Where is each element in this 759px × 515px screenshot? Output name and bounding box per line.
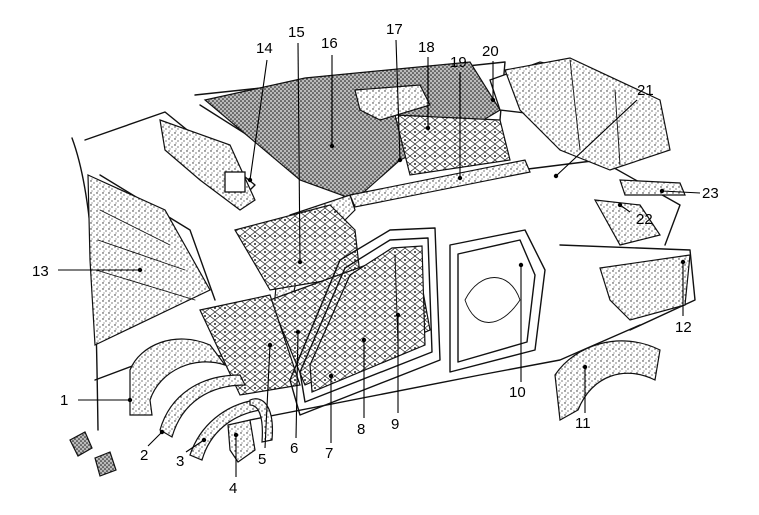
callout-13: 13	[32, 263, 49, 280]
callout-23: 23	[702, 185, 719, 202]
clip-part-a	[69, 431, 93, 457]
callout-7: 7	[325, 445, 333, 462]
part-2-wheel-arch-strip	[159, 374, 246, 438]
part-22-trim	[593, 199, 661, 246]
part-17-rear-shelf	[354, 84, 431, 121]
callout-22: 22	[636, 211, 653, 228]
part-14-sun-visor	[159, 119, 256, 211]
part-19-rail	[349, 159, 531, 208]
part-4-pad	[227, 419, 256, 463]
callout-10: 10	[509, 384, 526, 401]
callout-labels: 1 2 3 4 5 6 7 8 9 10 11 12 13 14 15 16 1…	[32, 21, 719, 497]
callout-21: 21	[637, 82, 654, 99]
callout-3: 3	[176, 453, 184, 470]
part-11-rear-arch-liner	[554, 340, 661, 421]
callout-9: 9	[391, 416, 399, 433]
callout-8: 8	[357, 421, 365, 438]
part-21-trunk-lining	[504, 57, 671, 171]
part-13-dash-insulation	[87, 174, 211, 346]
callout-11: 11	[575, 415, 591, 432]
part-5-pillar-strip	[249, 398, 274, 443]
part-18-rear-floor-mat	[394, 114, 511, 176]
callout-15: 15	[288, 24, 305, 41]
callout-2: 2	[140, 447, 148, 464]
part-front-floor-mat	[234, 204, 361, 291]
callout-12: 12	[675, 319, 692, 336]
leader-lines	[58, 39, 701, 477]
part-14-visor-clip	[224, 171, 246, 193]
part-6-door-seal-front	[289, 227, 441, 416]
callout-6: 6	[290, 440, 298, 457]
callout-18: 18	[418, 39, 435, 56]
part-rear-floor-mat	[199, 294, 301, 396]
callout-1: 1	[60, 392, 68, 409]
callout-17: 17	[386, 21, 403, 38]
clip-part-b	[94, 451, 117, 477]
callout-19: 19	[450, 54, 467, 71]
part-10-door-seal-rear	[449, 229, 546, 373]
part-1-fender-liner	[129, 338, 227, 416]
part-23-trim-strip	[619, 179, 686, 196]
callout-5: 5	[258, 451, 266, 468]
part-12-quarter-insulation	[599, 254, 691, 321]
callout-16: 16	[321, 35, 338, 52]
callout-20: 20	[482, 43, 499, 60]
callout-14: 14	[256, 40, 273, 57]
callout-4: 4	[229, 480, 237, 497]
